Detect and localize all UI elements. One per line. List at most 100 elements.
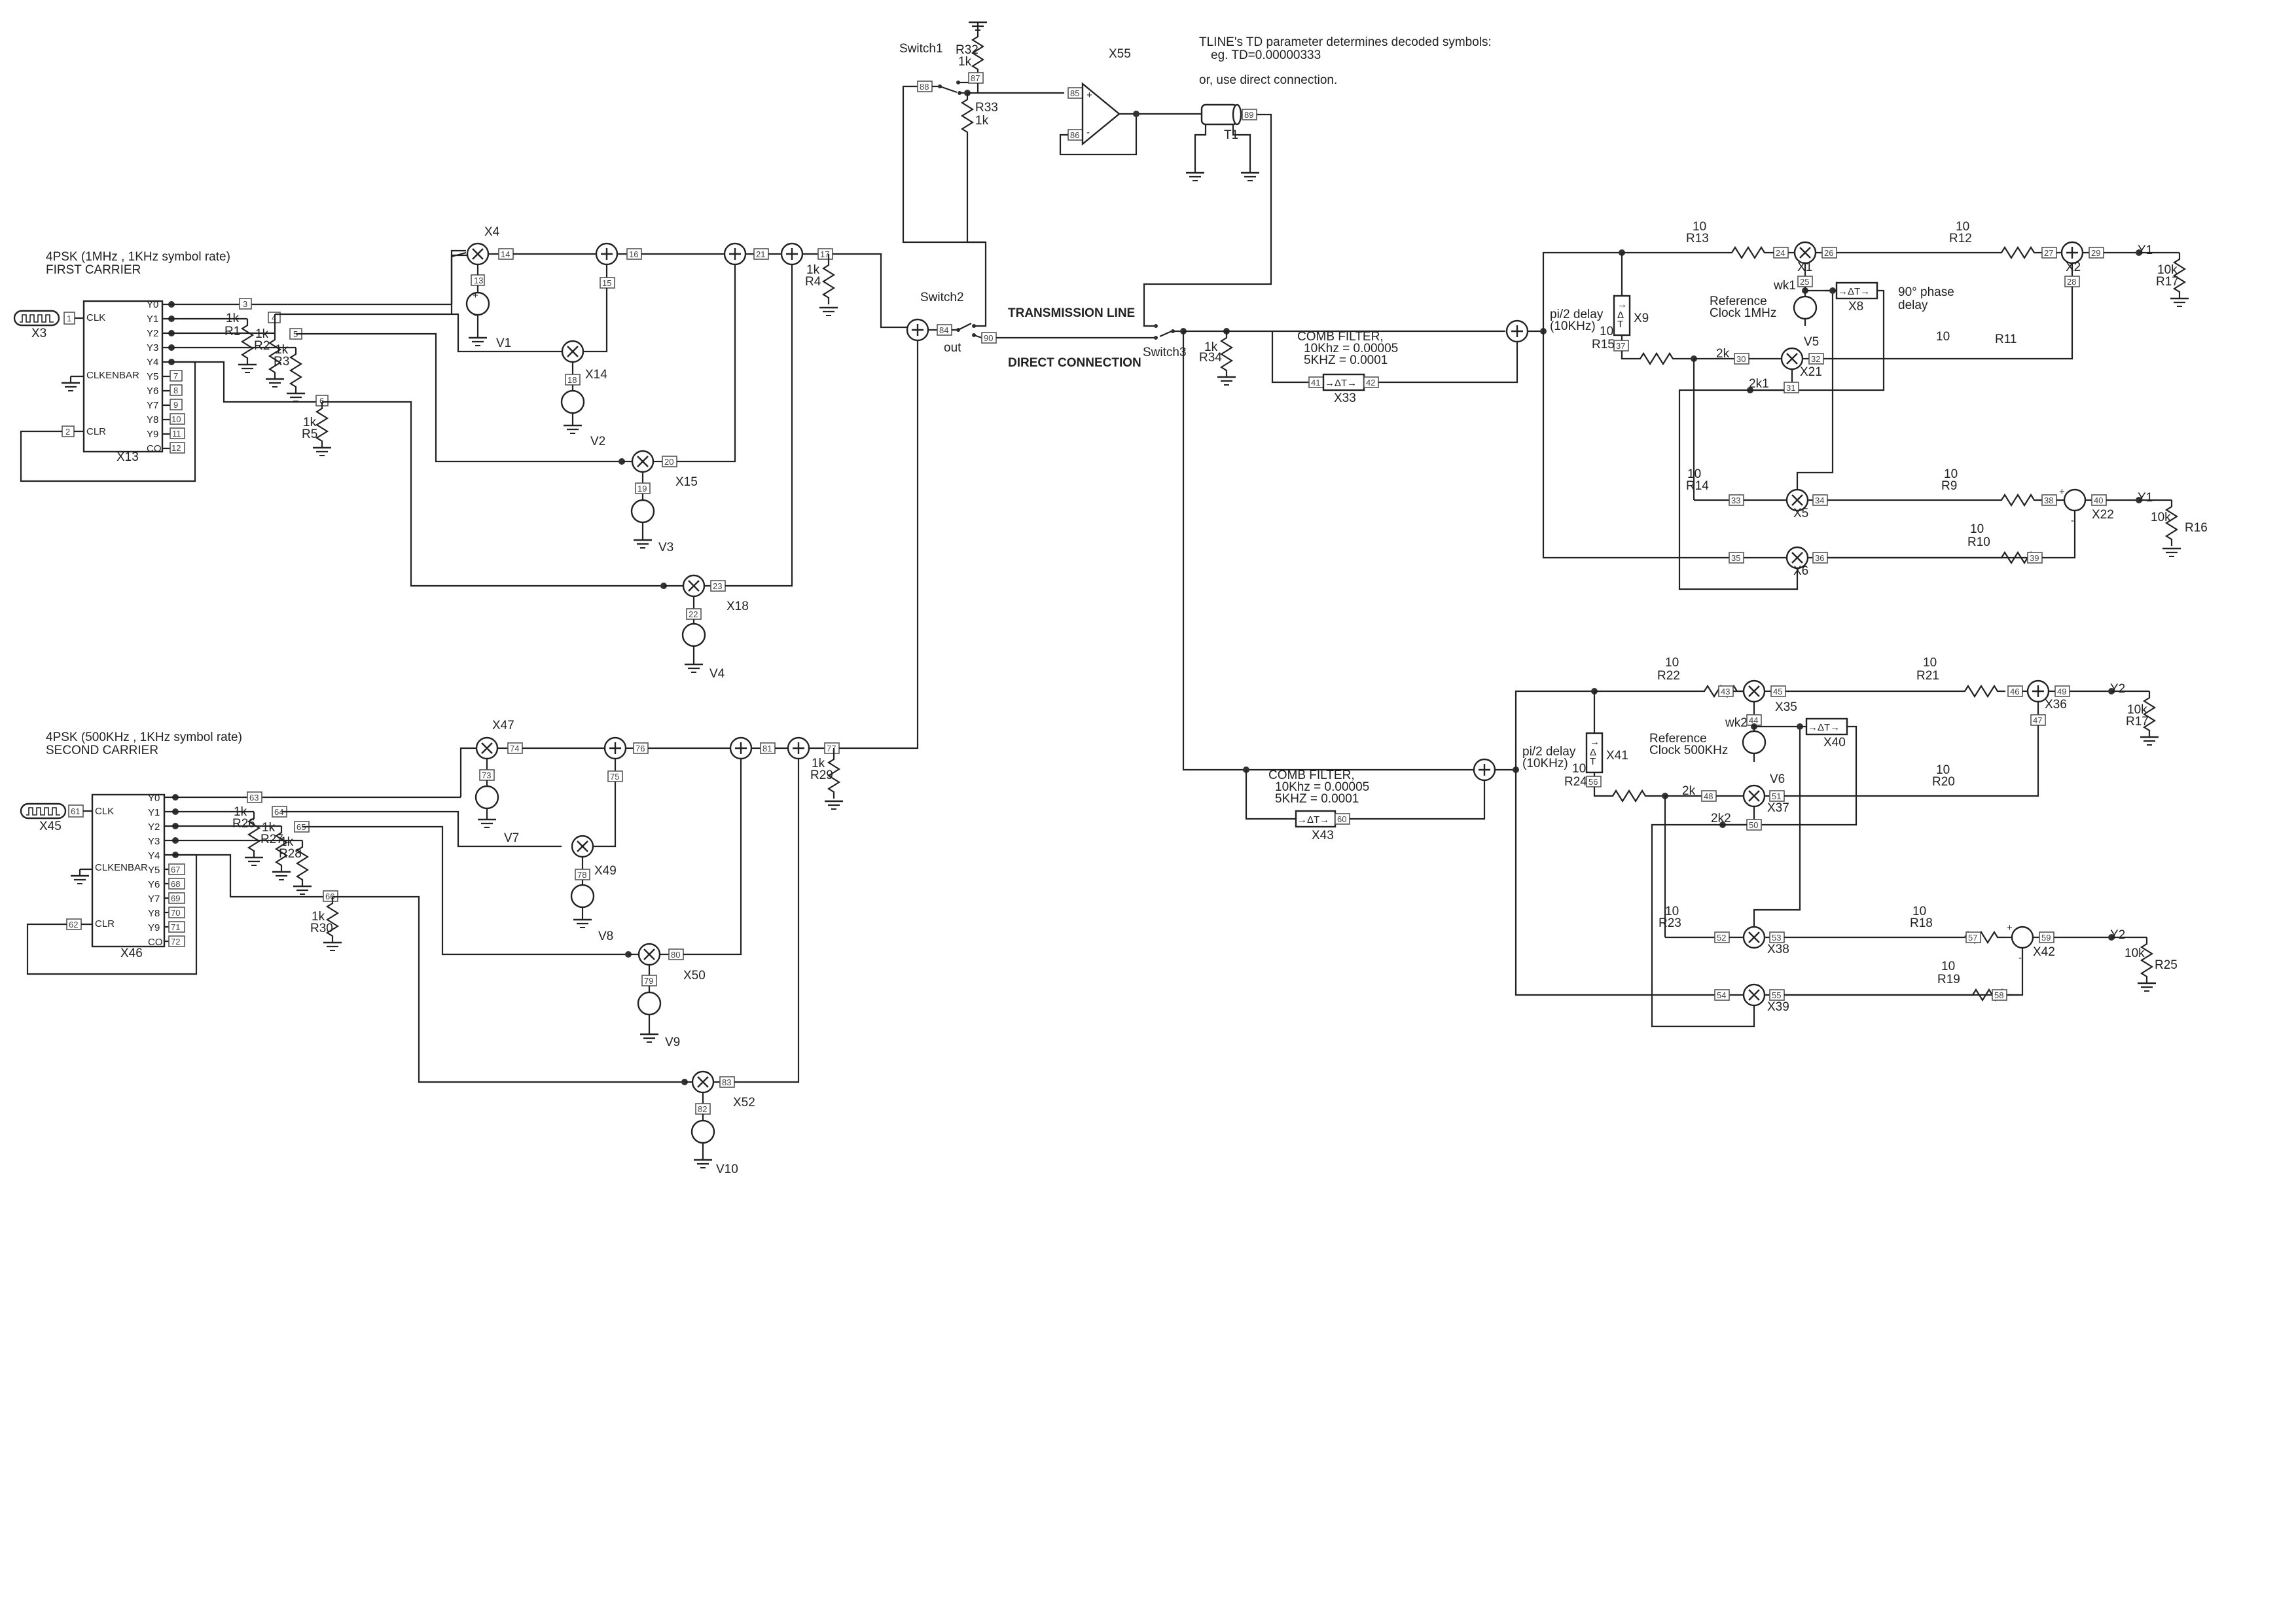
svg-text:Y2: Y2 <box>147 328 158 339</box>
summer-x4 <box>595 242 619 266</box>
svg-text:12: 12 <box>171 443 181 453</box>
svg-text:75: 75 <box>610 772 619 782</box>
transmission-line-label: TRANSMISSION LINE <box>1008 306 1135 320</box>
svg-text:65: 65 <box>296 822 306 832</box>
svg-text:R26: R26 <box>232 817 255 831</box>
output-y2: Y2 <box>2110 682 2125 696</box>
svg-text:R28: R28 <box>279 847 302 861</box>
svg-text:10: 10 <box>1944 467 1958 481</box>
svg-text:V1: V1 <box>496 336 511 350</box>
svg-text:41: 41 <box>1311 378 1320 388</box>
svg-text:67: 67 <box>171 865 180 875</box>
svg-text:Reference: Reference <box>1649 732 1707 746</box>
svg-text:-: - <box>474 310 477 321</box>
svg-text:V5: V5 <box>1804 335 1819 349</box>
svg-text:28: 28 <box>2067 277 2076 287</box>
svg-text:68: 68 <box>171 879 180 889</box>
svg-text:+: + <box>473 290 478 301</box>
svg-text:2k: 2k <box>1682 784 1696 798</box>
svg-text:32: 32 <box>1811 354 1820 364</box>
svg-text:X33: X33 <box>1334 391 1356 405</box>
svg-text:R22: R22 <box>1657 669 1680 683</box>
svg-text:COMB FILTER,: COMB FILTER, <box>1297 330 1384 344</box>
svg-text:Y8: Y8 <box>148 908 160 919</box>
multiplier-x15 <box>631 450 655 473</box>
svg-text:10: 10 <box>1923 656 1937 670</box>
x13-clr: CLR <box>86 426 106 437</box>
svg-text:R10: R10 <box>1967 535 1990 549</box>
svg-text:53: 53 <box>1772 933 1781 943</box>
voltage-source-v9 <box>637 991 662 1016</box>
svg-text:V3: V3 <box>658 541 673 554</box>
carrier1-subtitle: FIRST CARRIER <box>46 263 141 277</box>
svg-text:R18: R18 <box>1910 916 1933 930</box>
svg-text:10: 10 <box>1687 467 1701 481</box>
svg-text:X37: X37 <box>1767 801 1789 815</box>
x13-clk: CLK <box>86 312 105 323</box>
x13-clkenbar: CLKENBAR <box>86 370 139 381</box>
svg-text:38: 38 <box>2044 496 2053 505</box>
opamp-x55 <box>1081 82 1121 146</box>
svg-text:X43: X43 <box>1312 829 1334 842</box>
counter-x46[interactable] <box>91 793 166 948</box>
voltage-source-v8 <box>570 884 595 909</box>
svg-text:4: 4 <box>272 313 276 323</box>
svg-text:69: 69 <box>171 893 180 903</box>
svg-text:10k: 10k <box>2151 511 2171 524</box>
svg-text:R20: R20 <box>1932 775 1955 789</box>
svg-text:1k: 1k <box>958 55 972 69</box>
svg-text:1k: 1k <box>280 835 294 849</box>
svg-text:X36: X36 <box>2045 698 2067 712</box>
svg-text:5KHZ = 0.0001: 5KHZ = 0.0001 <box>1304 353 1388 367</box>
label-switch1: Switch1 <box>899 42 943 56</box>
svg-text:Y2: Y2 <box>148 821 160 833</box>
multiplier-x18 <box>682 574 706 598</box>
svg-text:10k: 10k <box>2125 947 2145 960</box>
svg-text:51: 51 <box>1772 791 1781 801</box>
svg-text:Y5: Y5 <box>147 371 158 382</box>
svg-text:CLR: CLR <box>95 918 115 929</box>
comb-filter-1: COMB FILTER, 10Khz = 0.00005 5KHZ = 0.00… <box>1271 319 1529 405</box>
svg-text:7: 7 <box>173 371 178 381</box>
svg-text:R14: R14 <box>1686 479 1709 493</box>
svg-text:R17: R17 <box>2156 275 2179 289</box>
svg-text:37: 37 <box>1616 341 1625 351</box>
transmission-section: 84 Switch2 out 90 Switch1 88 R32 1k 87 R… <box>899 21 1505 771</box>
svg-text:72: 72 <box>171 937 180 947</box>
svg-text:R34: R34 <box>1199 351 1222 365</box>
svg-text:V7: V7 <box>504 831 519 845</box>
svg-text:87: 87 <box>971 73 980 83</box>
svg-text:Clock 1MHz: Clock 1MHz <box>1710 306 1776 320</box>
svg-text:10Khz = 0.00005: 10Khz = 0.00005 <box>1304 342 1398 355</box>
svg-text:59: 59 <box>2041 933 2051 943</box>
svg-text:10: 10 <box>1665 656 1679 670</box>
svg-text:R25: R25 <box>2155 958 2178 972</box>
svg-text:R15: R15 <box>1592 338 1615 352</box>
voltage-source-v4 <box>681 623 706 647</box>
demodulator-500khz: pi/2 delay (10KHz) →ΔT X41 56 10 R24 10 … <box>1495 656 2178 1028</box>
svg-text:X4: X4 <box>484 225 500 239</box>
clock-source-x45[interactable] <box>20 803 67 820</box>
label-x3: X3 <box>31 327 46 340</box>
svg-text:1: 1 <box>67 314 71 323</box>
svg-text:R30: R30 <box>310 922 333 935</box>
counter-x13[interactable] <box>82 300 164 453</box>
svg-text:R9: R9 <box>1941 479 1957 493</box>
svg-text:83: 83 <box>722 1077 731 1087</box>
svg-text:64: 64 <box>274 807 283 817</box>
svg-text:10: 10 <box>1941 960 1955 973</box>
svg-text:V2: V2 <box>590 435 605 448</box>
svg-text:80: 80 <box>671 950 680 960</box>
svg-text:+: + <box>2007 922 2013 933</box>
clock-source-x3[interactable] <box>13 310 60 327</box>
svg-text:X47: X47 <box>492 719 514 732</box>
carrier2-title: 4PSK (500KHz , 1KHz symbol rate) <box>46 731 242 744</box>
tline-note-2: eg. TD=0.00000333 <box>1211 48 1321 62</box>
svg-text:Clock 500KHz: Clock 500KHz <box>1649 744 1728 757</box>
svg-text:50: 50 <box>1749 820 1758 830</box>
multiplier-x37 <box>1742 784 1766 808</box>
svg-text:X41: X41 <box>1606 749 1628 763</box>
svg-text:13: 13 <box>474 276 483 285</box>
svg-text:1k: 1k <box>275 343 289 357</box>
voltage-source-v3 <box>630 499 655 524</box>
